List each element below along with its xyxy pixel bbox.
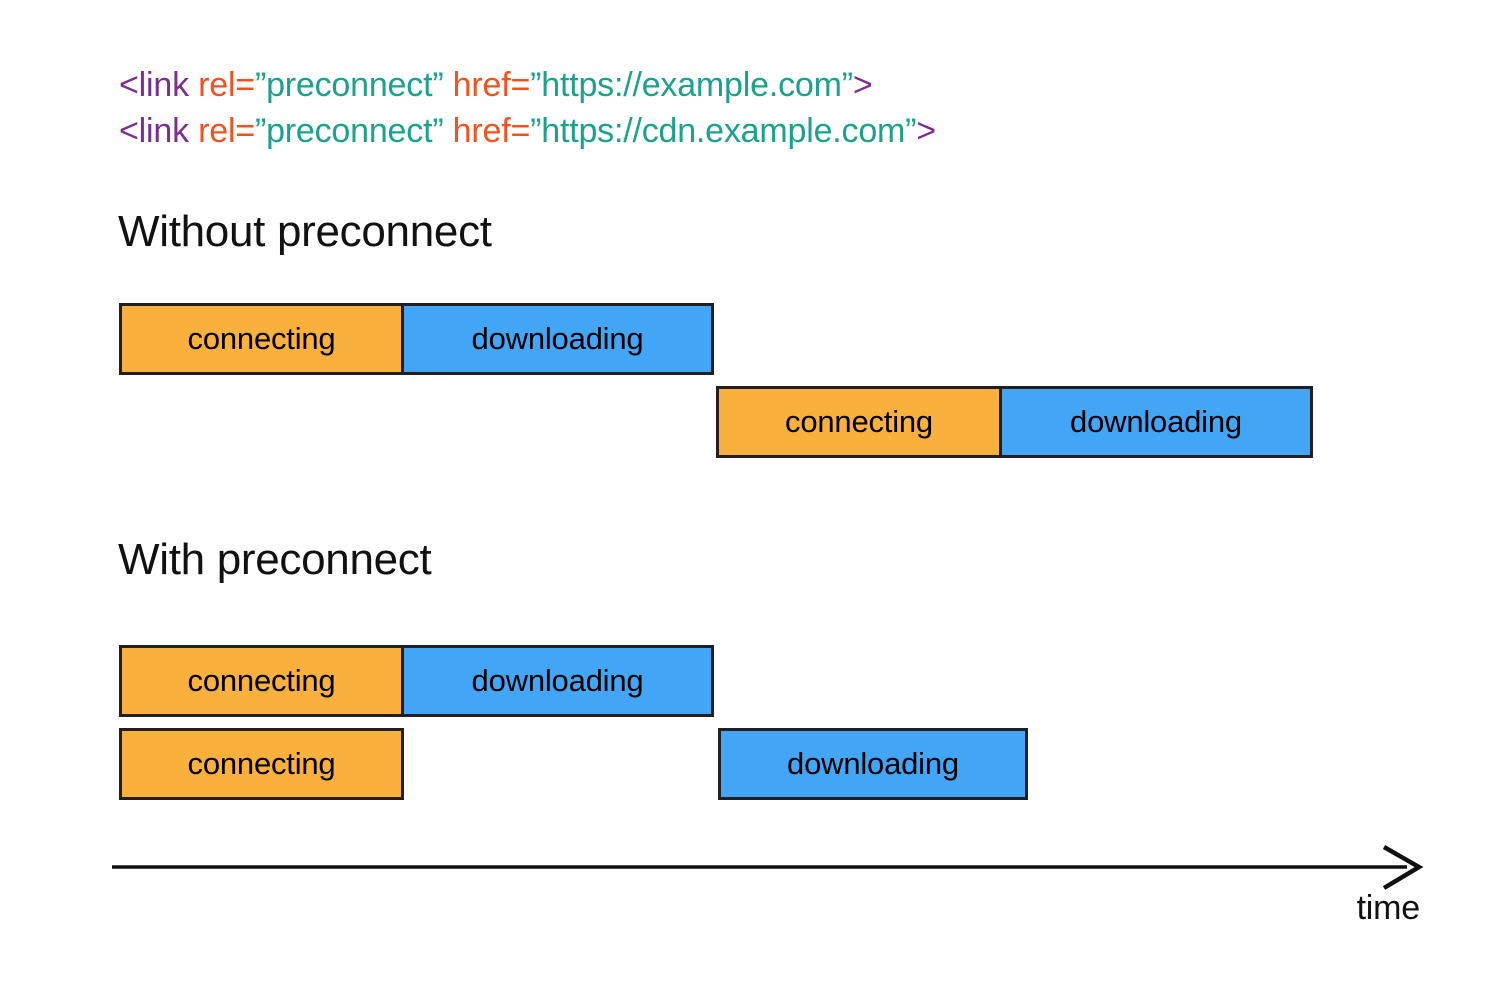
segment-connecting: connecting <box>119 728 404 800</box>
code-line-1: <link rel=”preconnect” href=”https://exa… <box>119 62 936 108</box>
code-value-rel: ”preconnect” <box>254 112 444 150</box>
segment-connecting: connecting <box>119 303 404 375</box>
code-attr-rel: rel= <box>188 112 255 150</box>
code-line-2: <link rel=”preconnect” href=”https://cdn… <box>119 108 936 154</box>
code-value-href: ”https://example.com” <box>530 66 853 104</box>
timeline-row-without-request-2: connecting downloading <box>716 386 1313 458</box>
time-axis-arrow <box>112 845 1424 890</box>
code-attr-rel: rel= <box>188 66 255 104</box>
timeline-row-with-request-2-downloading: downloading <box>718 728 1028 800</box>
timeline-row-with-request-2-connecting: connecting <box>119 728 404 800</box>
segment-connecting: connecting <box>119 645 404 717</box>
code-tag-close: > <box>852 66 873 104</box>
segment-downloading: downloading <box>718 728 1028 800</box>
timeline-row-without-request-1: connecting downloading <box>119 303 714 375</box>
code-tag-open: <link <box>119 112 189 150</box>
segment-connecting: connecting <box>716 386 1002 458</box>
code-snippet: <link rel=”preconnect” href=”https://exa… <box>119 62 936 154</box>
time-axis-label: time <box>1356 889 1421 927</box>
timeline-row-with-request-1: connecting downloading <box>119 645 714 717</box>
section-heading-without-preconnect: Without preconnect <box>118 207 492 256</box>
code-tag-close: > <box>916 112 936 150</box>
code-value-rel: ”preconnect” <box>254 66 444 104</box>
code-attr-href: href= <box>443 112 531 150</box>
segment-downloading: downloading <box>999 386 1313 458</box>
section-heading-with-preconnect: With preconnect <box>118 535 432 584</box>
code-value-href: ”https://cdn.example.com” <box>530 112 917 150</box>
code-attr-href: href= <box>443 66 531 104</box>
segment-downloading: downloading <box>401 303 714 375</box>
segment-downloading: downloading <box>401 645 714 717</box>
code-tag-open: <link <box>119 66 189 104</box>
